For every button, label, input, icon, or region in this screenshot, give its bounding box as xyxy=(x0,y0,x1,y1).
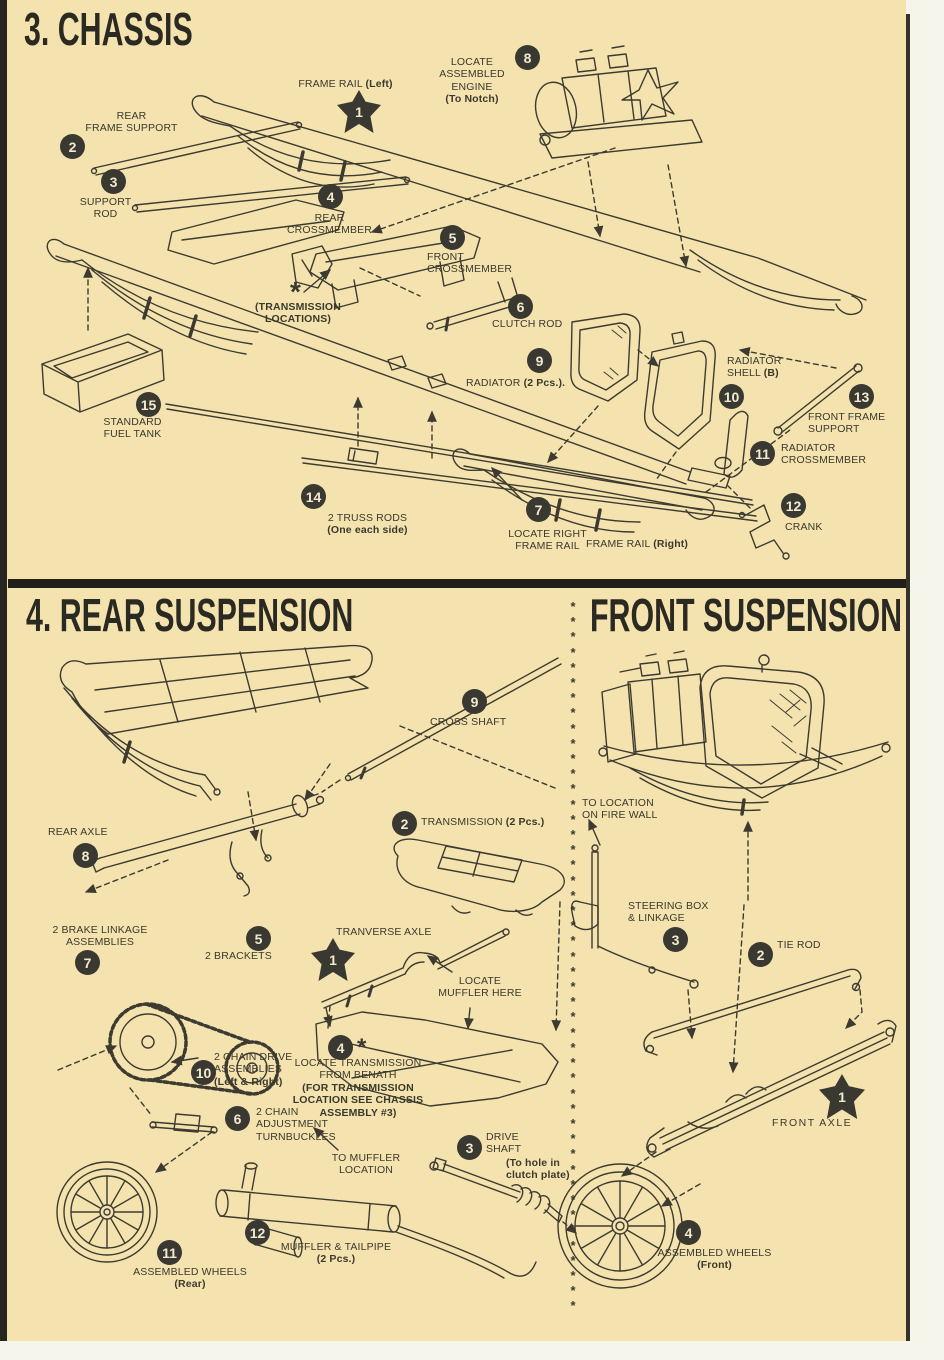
label-drive-shaft: DRIVE SHAFT xyxy=(486,1131,522,1156)
asterisk-note-locate-transmission: * xyxy=(357,1034,367,1061)
label-muffler-tailpipe: MUFFLER & TAILPIPE (2 Pcs.) xyxy=(280,1241,392,1266)
section-heading-front-suspension: FRONT SUSPENSION xyxy=(590,589,903,641)
part-badge-front-4: 4 xyxy=(676,1220,701,1245)
part-badge-rear-11: 11 xyxy=(157,1240,182,1265)
part-badge-3: 3 xyxy=(101,169,126,194)
scan-edge-right xyxy=(906,14,910,1341)
label-chain-drive: 2 CHAIN DRIVE ASSEMBLIES (Left & Right) xyxy=(214,1051,293,1088)
part-badge-rear-6: 6 xyxy=(225,1106,250,1131)
part-badge-9: 9 xyxy=(527,348,552,373)
part-badge-rear-2: 2 xyxy=(392,811,417,836)
part-badge-rear-7: 7 xyxy=(75,950,100,975)
label-truss-rods: 2 TRUSS RODS (One each side) xyxy=(327,512,408,537)
label-to-location-on-fire-wall: TO LOCATION ON FIRE WALL xyxy=(582,797,658,822)
label-radiator-shell: RADIATOR SHELL (B) xyxy=(727,355,782,380)
label-front-frame-support: FRONT FRAME SUPPORT xyxy=(808,411,886,436)
label-locate-right-frame-rail: LOCATE RIGHT FRAME RAIL xyxy=(508,528,587,553)
label-crank: CRANK xyxy=(785,521,823,533)
part-badge-rear-5: 5 xyxy=(246,926,271,951)
label-front-crossmember: FRONT CROSSMEMBER xyxy=(427,251,513,276)
label-transmission-locations: (TRANSMISSION LOCATIONS) xyxy=(255,301,341,326)
label-locate-assembled-engine: LOCATE ASSEMBLED ENGINE (To Notch) xyxy=(439,56,505,106)
label-support-rod: SUPPORT ROD xyxy=(79,196,132,221)
label-frame-rail-right: FRAME RAIL (Right) xyxy=(586,538,689,550)
label-brackets: 2 BRACKETS xyxy=(205,950,272,962)
part-badge-6: 6 xyxy=(508,294,533,319)
label-clutch-rod: CLUTCH ROD xyxy=(492,318,563,330)
label-steering-box-linkage: STEERING BOX & LINKAGE xyxy=(628,900,709,925)
label-tie-rod: TIE ROD xyxy=(777,939,821,951)
scan-edge-left xyxy=(0,0,7,1341)
label-transmission: TRANSMISSION (2 Pcs.) xyxy=(421,816,545,828)
label-chain-turnbuckles: 2 CHAIN ADJUSTMENT TURNBUCKLES xyxy=(256,1106,336,1143)
label-rear-frame-support: REAR FRAME SUPPORT xyxy=(85,110,178,135)
asterisk-column-separator: * * * * * * * * * * * * * * * * * * * * … xyxy=(570,599,576,1314)
part-badge-rear-9: 9 xyxy=(462,689,487,714)
label-assembled-wheels-rear: ASSEMBLED WHEELS (Rear) xyxy=(133,1266,247,1291)
section-divider xyxy=(8,579,906,588)
part-badge-5: 5 xyxy=(440,225,465,250)
label-radiator: RADIATOR (2 Pcs.). xyxy=(466,377,566,389)
label-assembled-wheels-front: ASSEMBLED WHEELS (Front) xyxy=(657,1247,772,1272)
section-heading-chassis: 3. CHASSIS xyxy=(24,3,193,55)
label-standard-fuel-tank: STANDARD FUEL TANK xyxy=(103,416,162,441)
part-badge-rear-10: 10 xyxy=(191,1060,216,1085)
label-rear-crossmember: REAR CROSSMEMBER xyxy=(286,212,373,237)
label-frame-rail-left: FRAME RAIL (Left) xyxy=(298,78,393,90)
part-badge-8: 8 xyxy=(515,45,540,70)
label-radiator-crossmember: RADIATOR CROSSMEMBER xyxy=(781,442,867,467)
part-badge-2: 2 xyxy=(60,134,85,159)
part-badge-11: 11 xyxy=(750,441,775,466)
label-clutch-plate-note: (To hole in clutch plate) xyxy=(506,1157,570,1182)
asterisk-note-transmission: * xyxy=(290,276,301,307)
part-badge-rear-8: 8 xyxy=(73,843,98,868)
part-badge-13: 13 xyxy=(849,384,874,409)
label-front-axle: FRONT AXLE xyxy=(772,1117,853,1129)
part-badge-front-3: 3 xyxy=(663,927,688,952)
label-locate-muffler-here: LOCATE MUFFLER HERE xyxy=(438,975,522,1000)
label-rear-axle: REAR AXLE xyxy=(48,826,108,838)
label-to-muffler-location: TO MUFFLER LOCATION xyxy=(331,1152,401,1177)
part-badge-7: 7 xyxy=(526,497,551,522)
part-badge-14: 14 xyxy=(301,484,326,509)
part-badge-15: 15 xyxy=(136,392,161,417)
label-tranverse-axle: TRANVERSE AXLE xyxy=(336,926,432,938)
label-cross-shaft: CROSS SHAFT xyxy=(430,716,507,728)
part-badge-10: 10 xyxy=(719,384,744,409)
label-locate-transmission: LOCATE TRANSMISSION FROM BENATH (FOR TRA… xyxy=(292,1057,424,1119)
part-badge-12: 12 xyxy=(781,493,806,518)
part-badge-4: 4 xyxy=(318,184,343,209)
label-brake-linkage: 2 BRAKE LINKAGE ASSEMBLIES xyxy=(52,924,148,949)
part-badge-rear-3: 3 xyxy=(457,1135,482,1160)
section-heading-rear-suspension: 4. REAR SUSPENSION xyxy=(26,589,354,641)
part-badge-front-2: 2 xyxy=(748,942,773,967)
part-badge-rear-12: 12 xyxy=(245,1220,270,1245)
part-badge-rear-4: 4 xyxy=(328,1035,353,1060)
